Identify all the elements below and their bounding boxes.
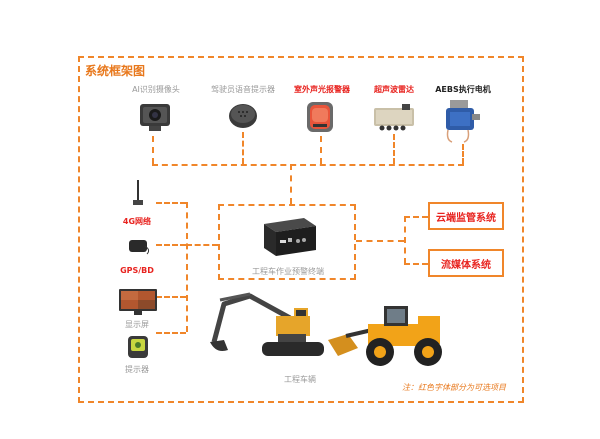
loader-image <box>328 306 442 366</box>
indicator-label: 提示器 <box>125 365 149 374</box>
voice-prompter-label: 驾驶员语音提示器 <box>211 85 275 94</box>
radar-icon <box>374 104 414 131</box>
terminal-device-icon <box>264 218 316 256</box>
cloud-system-box: 云端监管系统 <box>428 202 504 230</box>
radar-label: 超声波雷达 <box>374 85 414 94</box>
monitor-icon <box>119 289 157 315</box>
camera-icon <box>140 104 170 131</box>
motor-icon <box>446 100 480 143</box>
diagram-frame <box>78 56 524 403</box>
indicator-icon <box>128 336 148 358</box>
speaker-icon <box>229 104 257 128</box>
camera-label: AI识别摄像头 <box>132 85 180 94</box>
alarm-label: 室外声光报警器 <box>294 85 350 94</box>
excavator-image <box>210 292 324 356</box>
4g-network-label: 4G网络 <box>122 217 152 226</box>
antenna-icon <box>133 180 143 205</box>
cloud-system-label: 云端监管系统 <box>436 212 496 224</box>
optional-items-note: 注：红色字体部分为可选项目 <box>402 383 506 392</box>
alarm-icon <box>307 102 333 132</box>
terminal-label: 工程车作业预警终端 <box>252 267 324 276</box>
diagram-title: 系统框架图 <box>85 64 146 78</box>
terminal-box <box>218 204 356 280</box>
stream-system-box: 流媒体系统 <box>428 249 504 277</box>
display-label: 显示屏 <box>125 320 149 329</box>
vehicles-label: 工程车辆 <box>284 375 316 384</box>
gps-icon <box>129 240 150 255</box>
stream-system-label: 流媒体系统 <box>441 259 491 271</box>
motor-label: AEBS执行电机 <box>435 85 491 94</box>
gps-bd-label: GPS/BD <box>120 266 154 275</box>
